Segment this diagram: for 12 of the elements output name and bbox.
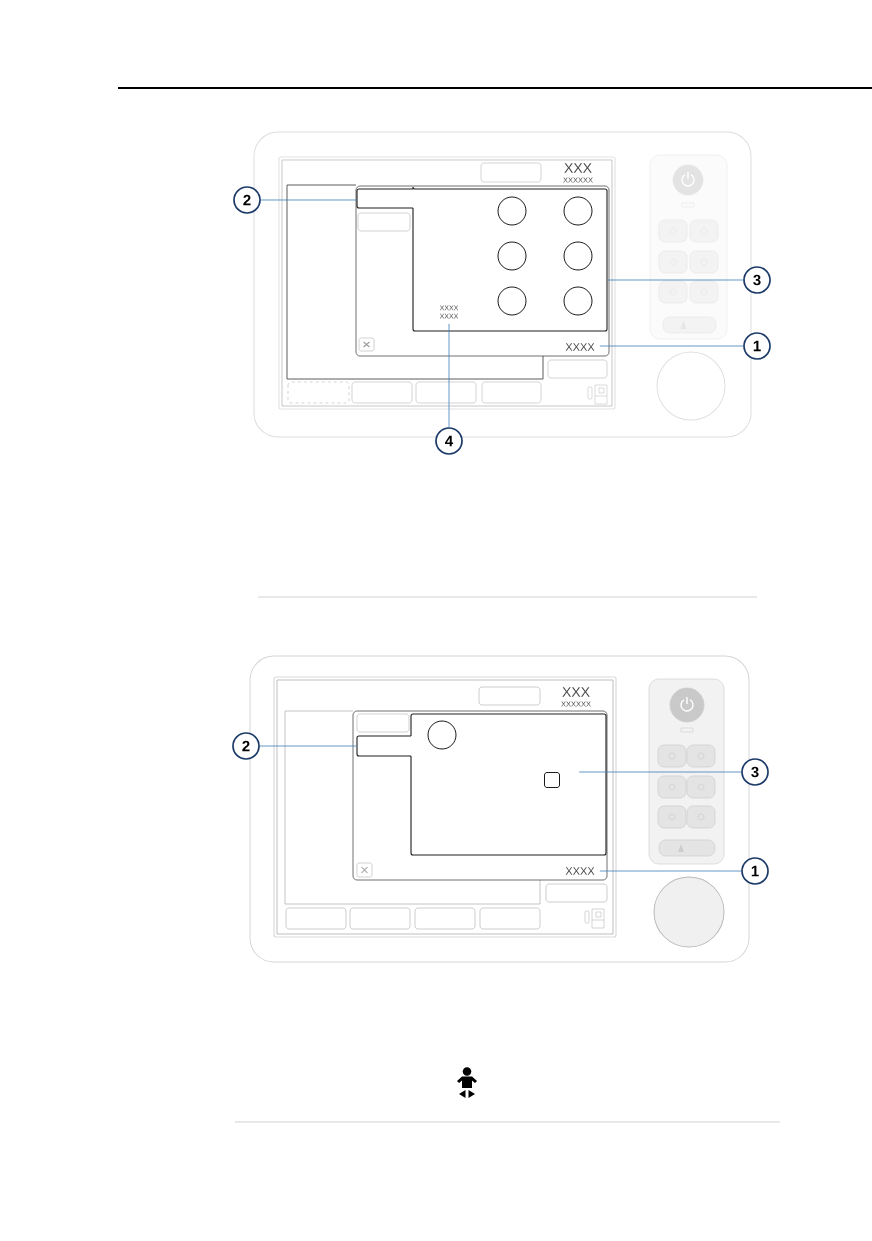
screen-text: XXXX — [565, 867, 595, 875]
leader-line — [259, 745, 358, 747]
screen-text: XXX — [562, 687, 590, 697]
leader-line — [599, 870, 742, 872]
callout-number: 2 — [232, 732, 260, 760]
callout-number: 1 — [741, 857, 769, 885]
leader-line — [578, 771, 742, 773]
window-panel — [410, 713, 607, 856]
callout-number: 3 — [741, 758, 769, 786]
pop-up-window — [352, 710, 608, 881]
callout-number: 2 — [233, 186, 261, 214]
window-tab — [356, 735, 412, 757]
